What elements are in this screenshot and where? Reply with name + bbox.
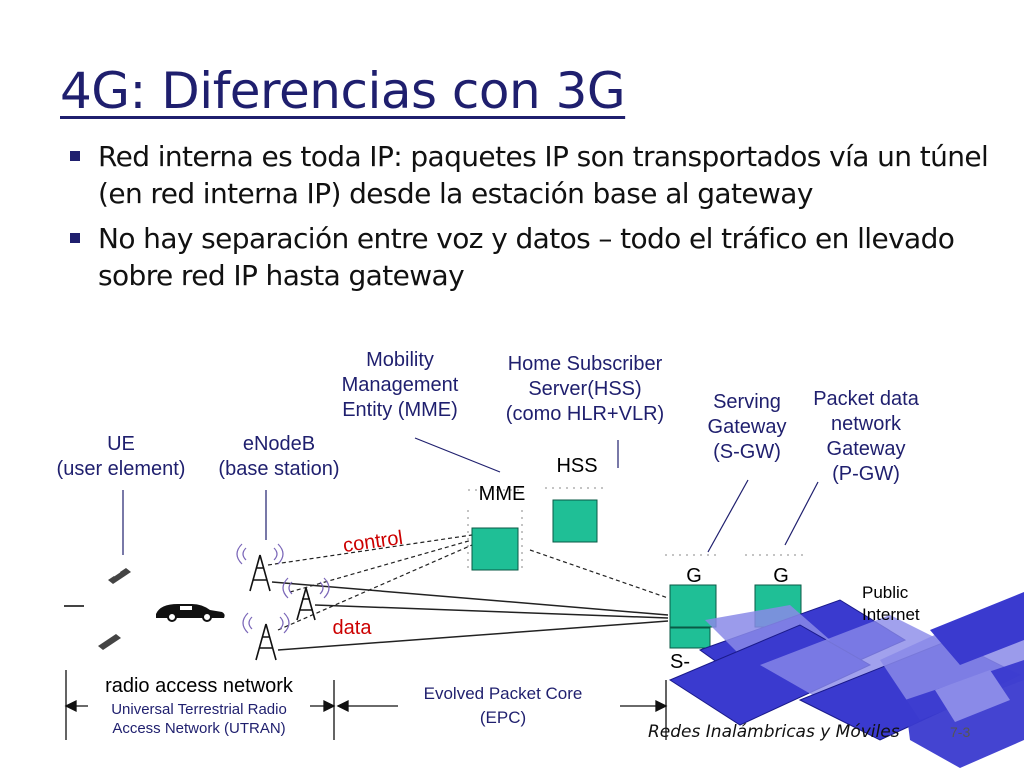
mme-description-line: Mobility (366, 349, 434, 371)
bullet-item: Red interna es toda IP: paquetes IP son … (70, 138, 1000, 212)
bullet-text: No hay separación entre voz y datos – to… (98, 222, 955, 292)
slide-footer: Redes Inalámbricas y Móviles (648, 722, 900, 742)
sgw-description-line: Gateway (707, 416, 787, 438)
mme-description-line: Management (341, 374, 459, 396)
public-internet-label: Public Internet (862, 582, 952, 626)
ran-label: radio access network (88, 674, 310, 699)
hss-node-label: HSS (556, 455, 598, 477)
pointer-lines (122, 437, 819, 555)
enodeb-label-line: eNodeB (242, 433, 316, 455)
enodeb-label: eNodeB (base station) (198, 432, 360, 482)
pgw-description-line: (P-GW) (832, 463, 900, 485)
tower-icon (242, 612, 290, 661)
pgw-pointer-line (784, 481, 819, 546)
public-internet-line: Internet (862, 605, 920, 624)
phone-icon (108, 568, 131, 584)
mme-description-line: Entity (MME) (342, 399, 458, 421)
hss-description: Home Subscriber Server(HSS) (como HLR+VL… (480, 352, 690, 427)
bullet-item: No hay separación entre voz y datos – to… (70, 220, 1000, 294)
bullet-list: Red interna es toda IP: paquetes IP son … (70, 138, 1000, 302)
pgw-description-line: Gateway (826, 438, 906, 460)
tower-icon (236, 543, 284, 592)
sgw-g-label: G (686, 565, 702, 587)
sgw-pointer-line (707, 479, 749, 553)
cloud-network-icon (668, 592, 1024, 768)
bullet-square-icon (70, 151, 80, 161)
pgw-description-line: Packet data (813, 388, 919, 410)
ran-label-line: radio access network (105, 675, 293, 697)
mme-node-label: MME (478, 483, 526, 505)
enodeb-label-line: (base station) (218, 458, 340, 480)
hss-description-line: Home Subscriber (507, 353, 663, 375)
ue-label-line: UE (107, 433, 135, 455)
ue-label-line: (user element) (56, 458, 186, 480)
utran-label-line: Universal Terrestrial Radio (111, 701, 287, 718)
data-links (271, 581, 669, 651)
hss-node (552, 499, 598, 543)
data-label: data (332, 617, 372, 639)
bullet-square-icon (70, 233, 80, 243)
epc-label-line: (EPC) (479, 708, 527, 727)
sgw-short-label: S- (670, 651, 690, 673)
sgw-description-line: (S-GW) (713, 441, 781, 463)
hss-description-line: Server(HSS) (528, 378, 642, 400)
mme-node (471, 527, 519, 571)
utran-label-line: Access Network (UTRAN) (112, 720, 286, 737)
pgw-g-label: G (773, 565, 789, 587)
pgw-description-line: network (830, 413, 902, 435)
epc-label-line: Evolved Packet Core (423, 684, 583, 703)
ue-label: UE (user element) (36, 432, 206, 482)
slide-title: 4G: Diferencias con 3G (60, 62, 626, 120)
pgw-description: Packet data network Gateway (P-GW) (792, 387, 940, 487)
page-number: 7-3 (950, 724, 971, 740)
tower-icon (282, 577, 330, 621)
sgw-description: Serving Gateway (S-GW) (694, 390, 800, 465)
phone-icon (98, 634, 121, 650)
epc-label: Evolved Packet Core (EPC) (398, 682, 608, 730)
control-links (267, 534, 669, 631)
sgw-router-icon (669, 627, 711, 649)
epc-dotted-frame (467, 487, 805, 570)
utran-label: Universal Terrestrial Radio Access Netwo… (88, 700, 310, 738)
mme-pointer-line (414, 437, 501, 473)
hss-description-line: (como HLR+VLR) (505, 403, 665, 425)
mme-description: Mobility Management Entity (MME) (320, 348, 480, 423)
public-internet-line: Public (862, 583, 909, 602)
sgw-description-line: Serving (713, 391, 781, 413)
extent-arrows (64, 670, 668, 740)
bullet-text: Red interna es toda IP: paquetes IP son … (98, 140, 989, 210)
car-icon (156, 604, 225, 622)
